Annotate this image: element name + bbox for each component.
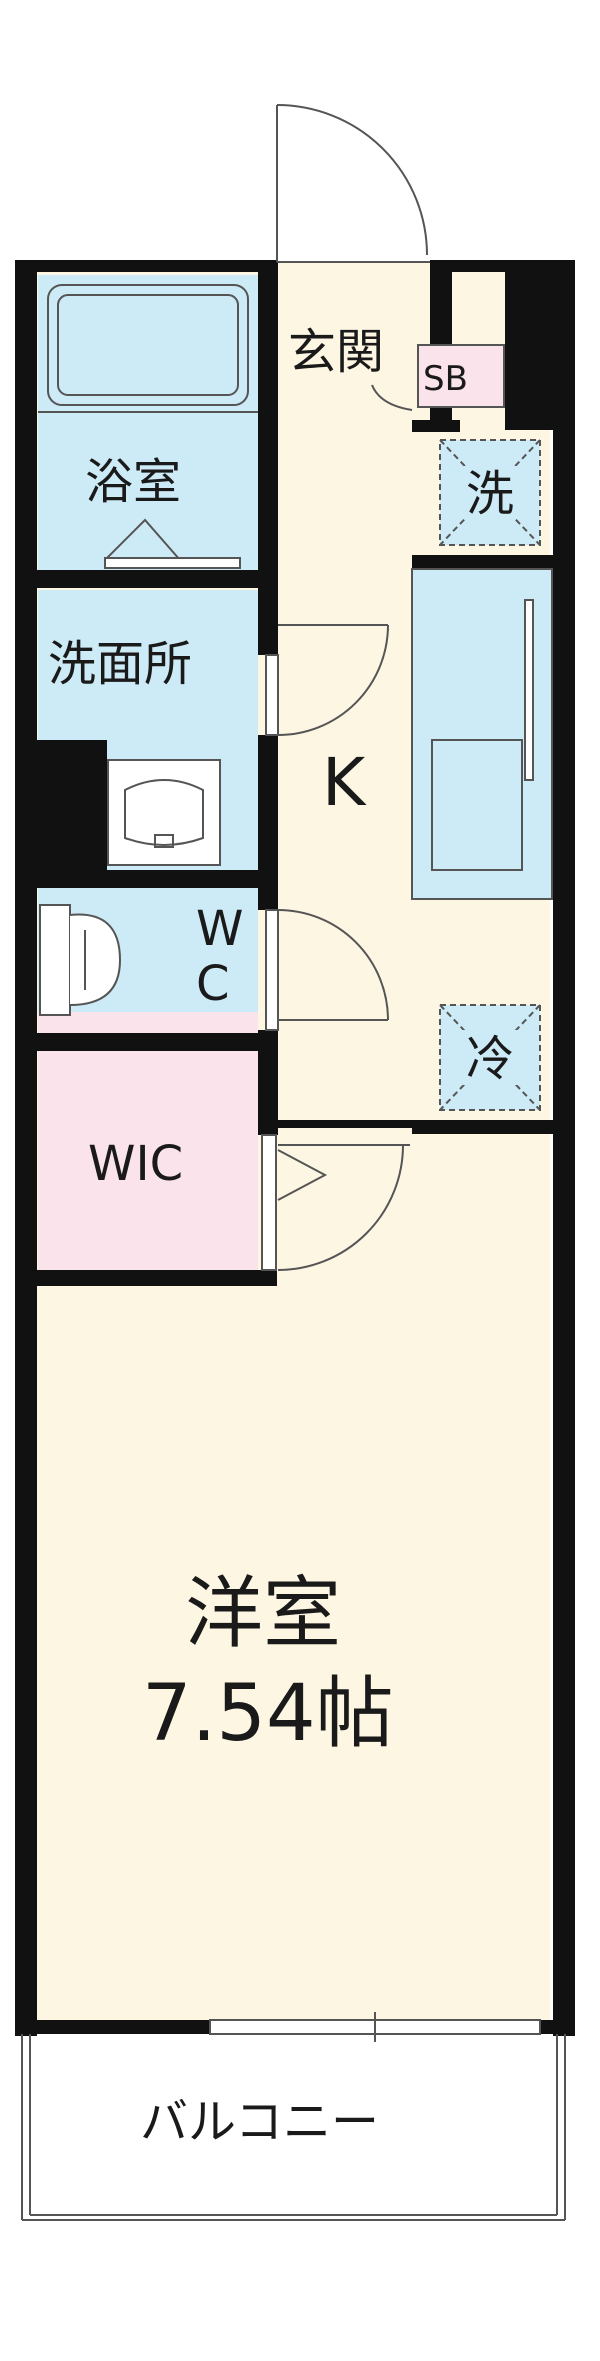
- bath-door: [104, 518, 241, 569]
- label-bathroom: 浴室: [85, 454, 181, 510]
- wall-left: [15, 260, 37, 2036]
- bathroom-floor: [38, 275, 258, 570]
- label-fridge: 冷: [466, 1031, 514, 1087]
- label-washroom: 洗面所: [48, 636, 192, 692]
- balcony: [21, 2034, 566, 2221]
- genkan-step: [371, 384, 413, 411]
- label-washer: 洗: [466, 466, 514, 522]
- wic-floor: [38, 1012, 258, 1270]
- kitchen-counter: [411, 568, 553, 900]
- washroom-door: [265, 624, 389, 736]
- label-kitchen: K: [322, 744, 367, 821]
- label-room-size: 7.54帖: [142, 1669, 394, 1759]
- fridge-label-bg: [462, 1030, 518, 1085]
- wall-kitchen-top: [412, 555, 572, 569]
- wall-wet-right-2: [258, 735, 278, 910]
- wall-bath-wash: [15, 570, 265, 588]
- wall-room-top-mid: [278, 1120, 412, 1128]
- wall-bottom-right: [540, 2020, 575, 2034]
- walls: [15, 260, 575, 2036]
- wall-right: [553, 260, 575, 2036]
- label-wc-c: C: [196, 956, 230, 1012]
- wall-wet-right-3: [258, 1030, 278, 1135]
- wic-door: [261, 1134, 410, 1271]
- wall-wet-right: [258, 260, 278, 655]
- wall-wc-wic: [15, 1033, 275, 1051]
- fridge-space: [439, 1004, 541, 1111]
- wall-room-top-right: [412, 1120, 572, 1134]
- balcony-window: [209, 2012, 541, 2042]
- washer-label-bg: [462, 466, 518, 518]
- entrance-door: [276, 104, 430, 263]
- shoe-box: [417, 344, 505, 408]
- toilet: [39, 904, 122, 1016]
- wall-top-left: [15, 260, 277, 272]
- label-western-room: 洋室: [185, 1569, 341, 1659]
- wall-column-right-upper: [505, 260, 575, 430]
- wall-wic-bottom: [15, 1270, 277, 1286]
- wall-washroom-block: [15, 740, 107, 885]
- label-sb: SB: [423, 359, 468, 399]
- wash-basin: [107, 759, 221, 866]
- wall-wash-wc: [15, 870, 275, 888]
- label-wic: WIC: [88, 1136, 183, 1192]
- label-genkan: 玄関: [288, 324, 384, 380]
- label-wc-w: W: [196, 901, 243, 957]
- bathtub: [38, 284, 258, 413]
- wall-bottom-left: [15, 2020, 210, 2034]
- wc-door: [265, 909, 389, 1031]
- wall-entrance-bottom: [412, 420, 460, 432]
- label-balcony: バルコニー: [140, 2094, 379, 2150]
